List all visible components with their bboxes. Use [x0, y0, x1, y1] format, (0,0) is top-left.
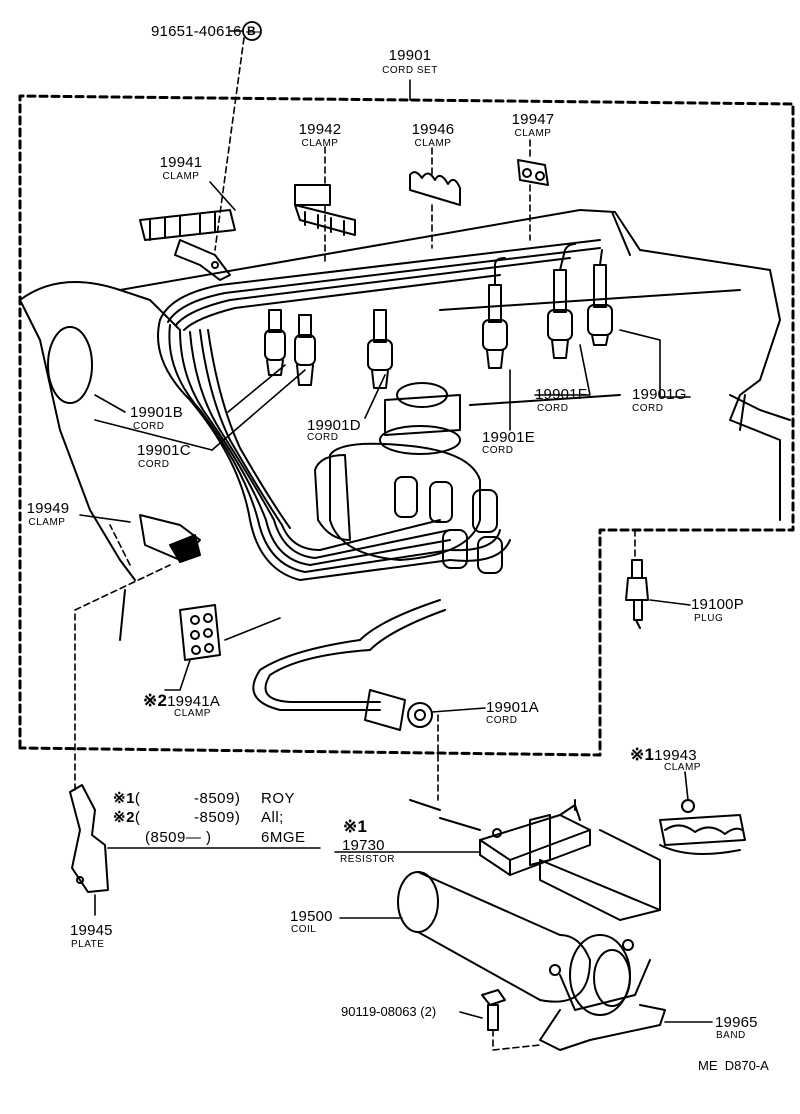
- part-19943-note-mark: ※1: [630, 745, 655, 764]
- part-19965-number: 19965: [715, 1014, 758, 1031]
- part-19946-number: 19946: [411, 121, 455, 138]
- note-3: (8509— ) 6MGE: [145, 829, 305, 846]
- clamp-19942-shape: [294, 184, 356, 236]
- part-19942-name: CLAMP: [301, 138, 339, 149]
- part-19730-name: RESISTOR: [340, 854, 395, 865]
- cord-set-name: CORD SET: [382, 65, 438, 76]
- clamp-19941A-shape: [179, 604, 221, 661]
- clamp-19941-shape: [139, 209, 236, 281]
- note-1: ※1( -8509) ROY: [113, 790, 296, 807]
- part-19941-number: 19941: [159, 154, 203, 171]
- part-19949-name: CLAMP: [28, 517, 66, 528]
- part-19901A-name: CORD: [486, 715, 518, 726]
- part-19941A-name: CLAMP: [174, 708, 211, 719]
- clamp-19947-shape: [517, 159, 549, 186]
- diagram-code: ME D870-A: [698, 1058, 769, 1073]
- note-2-text: All;: [261, 809, 284, 826]
- note-2: ※2( -8509) All;: [113, 809, 284, 826]
- part-19730-note-mark: ※1: [343, 817, 368, 836]
- part-19945-number: 19945: [70, 922, 113, 939]
- part-19941-name: CLAMP: [162, 171, 200, 182]
- part-19901B-name: CORD: [133, 421, 165, 432]
- cord-set-boundary: [18, 94, 795, 757]
- note-1-text: ROY: [261, 790, 296, 807]
- part-19901C-number: 19901C: [137, 442, 191, 459]
- part-19901G-name: CORD: [632, 403, 664, 414]
- part-19945-name: PLATE: [71, 939, 105, 950]
- ignition-cords: [157, 239, 601, 711]
- coil-shape: [397, 871, 666, 1051]
- part-19942-number: 19942: [298, 121, 342, 138]
- note-1-range: -8509): [194, 790, 241, 807]
- part-19943-name: CLAMP: [664, 762, 701, 773]
- coil-cord-boot: [364, 689, 433, 731]
- part-19100P-name: PLUG: [694, 613, 724, 624]
- part-19947-number: 19947: [511, 111, 555, 128]
- part-19946-name: CLAMP: [414, 138, 452, 149]
- part-19901A-number: 19901A: [486, 699, 539, 716]
- note-3-range: (8509— ): [145, 829, 212, 846]
- note-1-mark: ※1: [113, 790, 135, 807]
- part-19965-name: BAND: [716, 1030, 746, 1041]
- part-19947-name: CLAMP: [514, 128, 552, 139]
- part-19941A-note-mark: ※2: [143, 691, 168, 710]
- part-19901D-name: CORD: [307, 432, 339, 443]
- bolt-ref-marker-letter: B: [247, 24, 256, 38]
- distributor: [314, 382, 503, 574]
- part-19901F-number: 19901F: [535, 386, 588, 403]
- part-19901G-number: 19901G: [632, 386, 687, 403]
- bolt-shape: [481, 989, 506, 1031]
- part-19901E-number: 19901E: [482, 429, 535, 446]
- part-90119-number: 90119-08063 (2): [341, 1004, 437, 1019]
- part-19100P-number: 19100P: [691, 596, 744, 613]
- resistor-shape: [409, 799, 661, 921]
- plate-shape: [69, 784, 109, 893]
- part-19901C-name: CORD: [138, 459, 170, 470]
- bolt-ref-marker: [242, 21, 262, 41]
- part-19901E-name: CORD: [482, 445, 514, 456]
- part-19730-number: 19730: [342, 837, 385, 854]
- clamp-19949-shape: [139, 514, 201, 563]
- part-19941A-number: ※219941A: [143, 691, 221, 710]
- spark-plug-shape: [625, 559, 649, 629]
- part-19901D-number: 19901D: [307, 417, 361, 434]
- cord-set-number: 19901: [388, 47, 432, 64]
- part-19949-number: 19949: [26, 500, 70, 517]
- note-3-text: 6MGE: [261, 829, 306, 846]
- part-19500-number: 19500: [290, 908, 333, 925]
- part-19943-number: ※119943: [630, 745, 697, 764]
- note-2-range: -8509): [194, 809, 241, 826]
- clamp-19946-shape: [409, 171, 461, 206]
- bolt-ref-number: 91651-40616 —: [151, 23, 262, 40]
- note-2-mark: ※2: [113, 809, 135, 826]
- clamp-19943-shape: [659, 799, 746, 855]
- leader-lines: [74, 30, 713, 1051]
- part-19901F-name: CORD: [537, 403, 569, 414]
- part-19500-name: COIL: [291, 924, 317, 935]
- part-19901B-number: 19901B: [130, 404, 183, 421]
- plug-boots: [264, 243, 613, 389]
